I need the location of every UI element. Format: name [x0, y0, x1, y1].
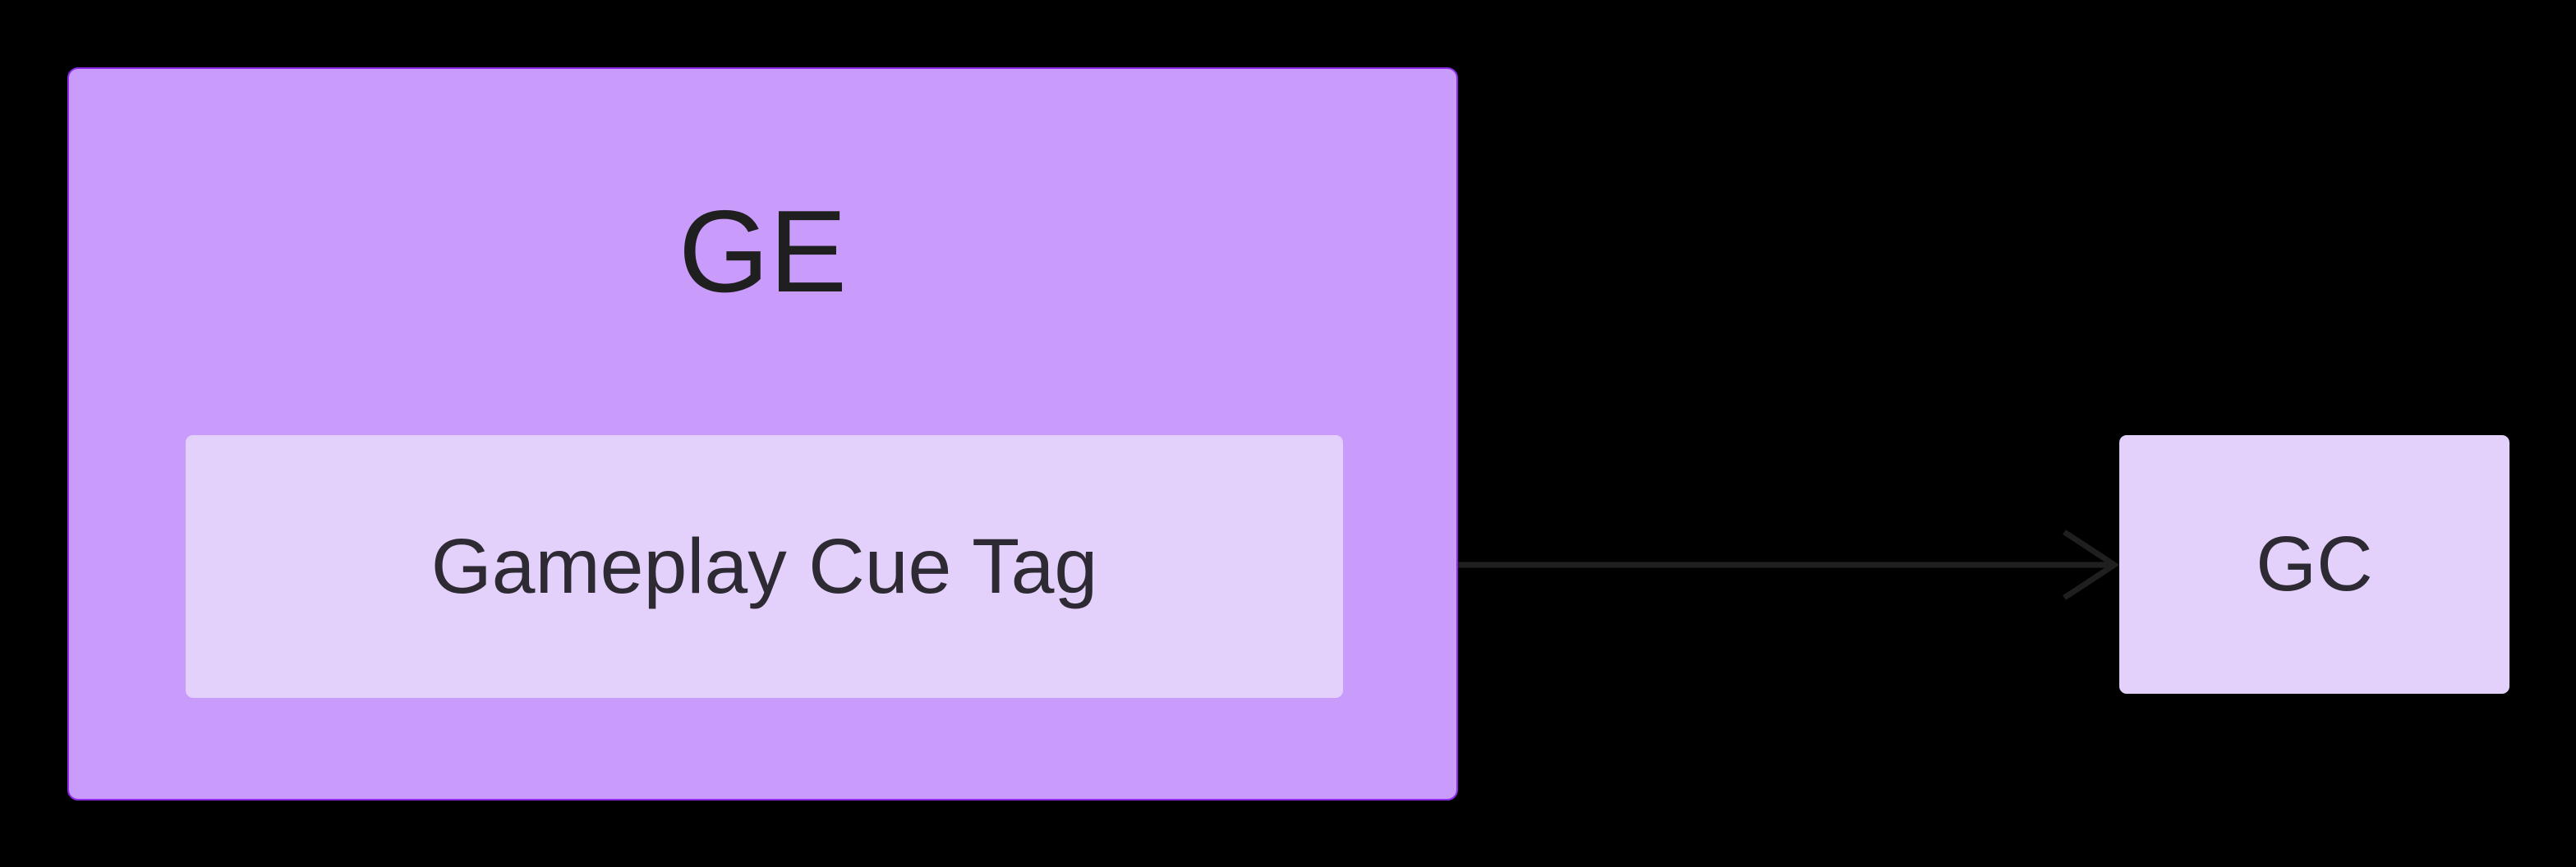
- node-gameplay-cue-tag[interactable]: Gameplay Cue Tag: [186, 435, 1343, 698]
- cluster-node-ge[interactable]: GE Gameplay Cue Tag: [67, 67, 1458, 800]
- node-gameplay-cue-tag-label: Gameplay Cue Tag: [430, 522, 1098, 610]
- arrowhead-icon: [2063, 530, 2120, 600]
- cluster-title-label: GE: [678, 186, 848, 317]
- node-gc-label: GC: [2256, 521, 2373, 608]
- edge-cue-tag-to-gc: [1343, 530, 2120, 600]
- node-gc[interactable]: GC: [2119, 435, 2509, 694]
